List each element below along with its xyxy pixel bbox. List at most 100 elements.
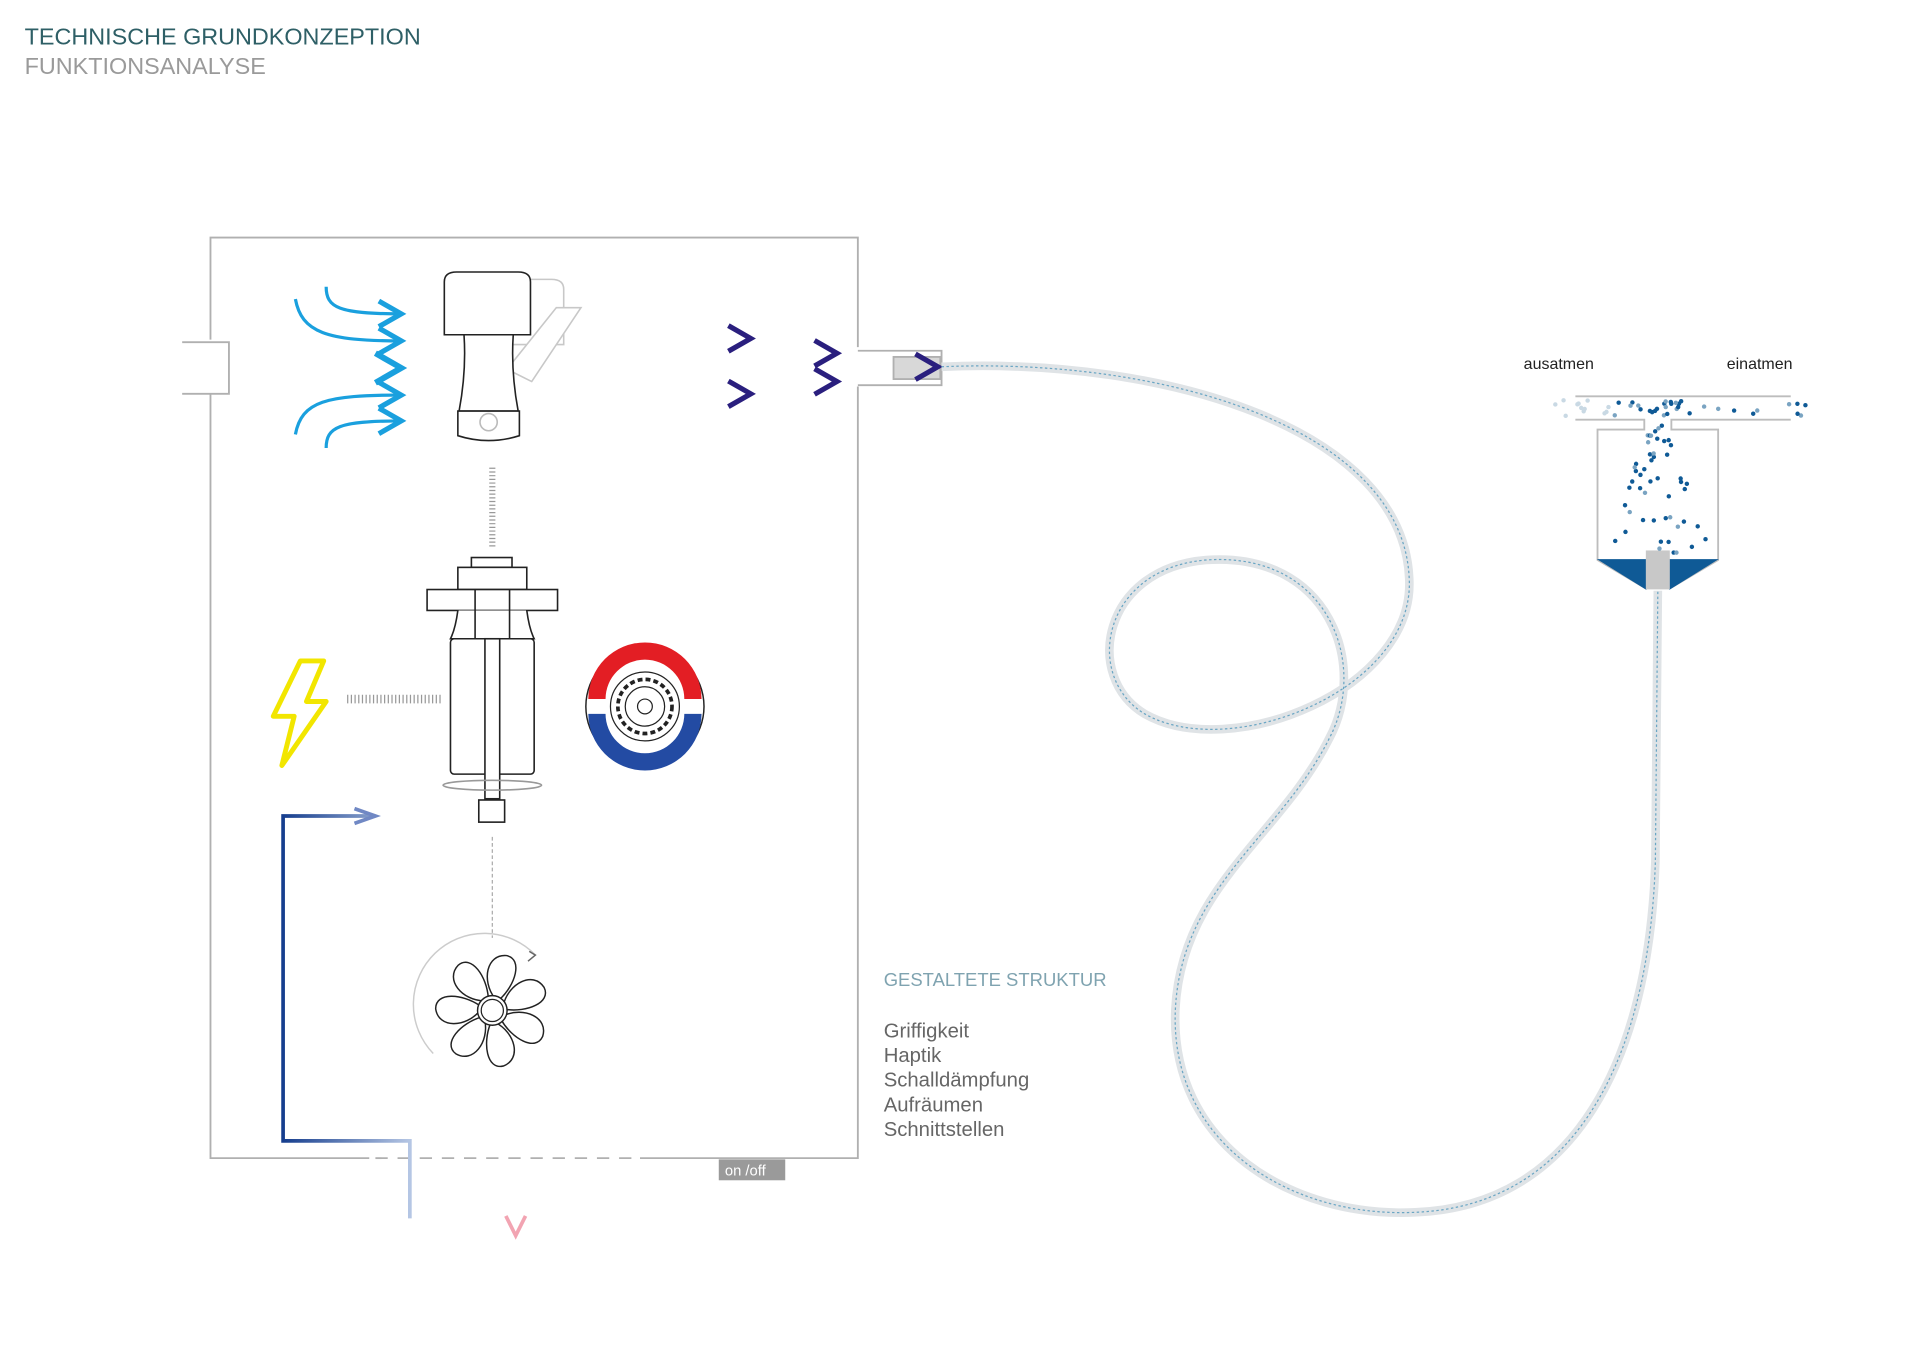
- temperature-dial-icon: [585, 642, 705, 771]
- particle: [1675, 524, 1681, 529]
- structure-item: Griffigkeit: [884, 1021, 970, 1043]
- particle: [1663, 399, 1668, 404]
- piston-icon: [443, 271, 583, 442]
- fan-blade: [502, 978, 547, 1011]
- structure-item: Schalldämpfung: [884, 1070, 1030, 1092]
- fan-blade: [452, 961, 490, 1002]
- structure-heading: GESTALTETE STRUKTUR: [884, 969, 1107, 990]
- particle: [1678, 476, 1683, 481]
- particle: [1633, 468, 1639, 474]
- structure-item: Haptik: [884, 1045, 942, 1067]
- particle: [1664, 452, 1670, 457]
- particle: [1661, 438, 1667, 444]
- particle: [1701, 404, 1707, 409]
- structure-list: Griffigkeit Haptik Schalldämpfung Aufräu…: [884, 1021, 1030, 1141]
- particle: [1563, 413, 1568, 419]
- particle: [1652, 429, 1658, 434]
- particle: [1657, 546, 1662, 551]
- particle: [1627, 485, 1632, 490]
- particle: [1786, 402, 1792, 407]
- particle: [1668, 399, 1674, 405]
- on-off-label: on /off: [725, 1163, 767, 1179]
- lightning-icon: [270, 658, 329, 768]
- particle: [1581, 409, 1586, 414]
- air-intake-arrows: [184, 286, 408, 449]
- particle: [1674, 550, 1679, 555]
- particle: [1651, 451, 1656, 456]
- hose: [941, 361, 1663, 1217]
- particle: [1640, 517, 1646, 523]
- fan-blade: [434, 995, 481, 1025]
- particle: [1678, 479, 1684, 485]
- particle: [1630, 400, 1635, 405]
- particle: [1612, 413, 1617, 418]
- air-outlet-arrows: [603, 323, 944, 409]
- particle: [1655, 436, 1660, 441]
- particle: [1606, 404, 1611, 410]
- particle: [1681, 519, 1687, 524]
- fan-blade: [486, 954, 517, 1001]
- particle: [1636, 403, 1641, 408]
- particle: [1665, 411, 1670, 417]
- particle: [1647, 408, 1653, 414]
- particle: [1602, 411, 1607, 416]
- particle: [1663, 404, 1668, 410]
- particle: [1750, 411, 1756, 416]
- particle: [1803, 402, 1808, 408]
- particle: [1682, 486, 1688, 492]
- particle: [1798, 413, 1804, 418]
- particle: [1645, 440, 1651, 445]
- on-off-switch[interactable]: on /off: [718, 1159, 786, 1181]
- particle: [1622, 503, 1628, 508]
- particle: [1675, 404, 1681, 410]
- return-flow-arrow: [281, 814, 412, 1219]
- particle: [1649, 458, 1654, 463]
- particle: [1651, 454, 1657, 460]
- aerosol-particles: [1553, 398, 1808, 555]
- particle: [1666, 437, 1671, 443]
- particle: [1666, 539, 1671, 545]
- particle: [1616, 400, 1621, 405]
- particle: [1648, 433, 1654, 438]
- page-title: TECHNISCHE GRUNDKONZEPTION: [25, 23, 421, 49]
- particle: [1658, 539, 1664, 544]
- particle: [1585, 398, 1590, 403]
- particle: [1673, 400, 1679, 406]
- particle: [1553, 402, 1558, 407]
- particle: [1575, 402, 1580, 407]
- fan-blade: [500, 1011, 545, 1044]
- particle: [1695, 524, 1700, 529]
- particle: [1638, 472, 1643, 478]
- motor-icon: [426, 556, 559, 823]
- particle: [1651, 518, 1657, 523]
- fan-icon: [412, 932, 547, 1068]
- particle: [1755, 408, 1760, 413]
- particle: [1648, 479, 1653, 484]
- particle: [1687, 411, 1692, 416]
- particle: [1689, 544, 1695, 550]
- fan-blade: [485, 1021, 515, 1068]
- particle: [1561, 398, 1566, 403]
- particle: [1703, 536, 1708, 542]
- fan-blade: [450, 1016, 487, 1057]
- particle: [1667, 515, 1673, 520]
- particle: [1633, 461, 1639, 467]
- particle: [1630, 479, 1635, 484]
- particle: [1642, 466, 1647, 472]
- particle: [1579, 405, 1584, 411]
- particle: [1666, 494, 1672, 499]
- particle: [1795, 401, 1800, 407]
- particle: [1795, 411, 1800, 416]
- particle: [1716, 406, 1721, 412]
- nebulizer-icon: [1575, 395, 1791, 590]
- particle: [1628, 403, 1633, 408]
- particle: [1659, 423, 1665, 428]
- particle: [1647, 452, 1653, 457]
- structure-item: Aufräumen: [884, 1094, 983, 1116]
- device-housing: [182, 236, 943, 1160]
- particle: [1661, 413, 1667, 418]
- page-subtitle: FUNKTIONSANALYSE: [25, 53, 266, 79]
- particle: [1652, 408, 1658, 414]
- particle: [1731, 408, 1737, 413]
